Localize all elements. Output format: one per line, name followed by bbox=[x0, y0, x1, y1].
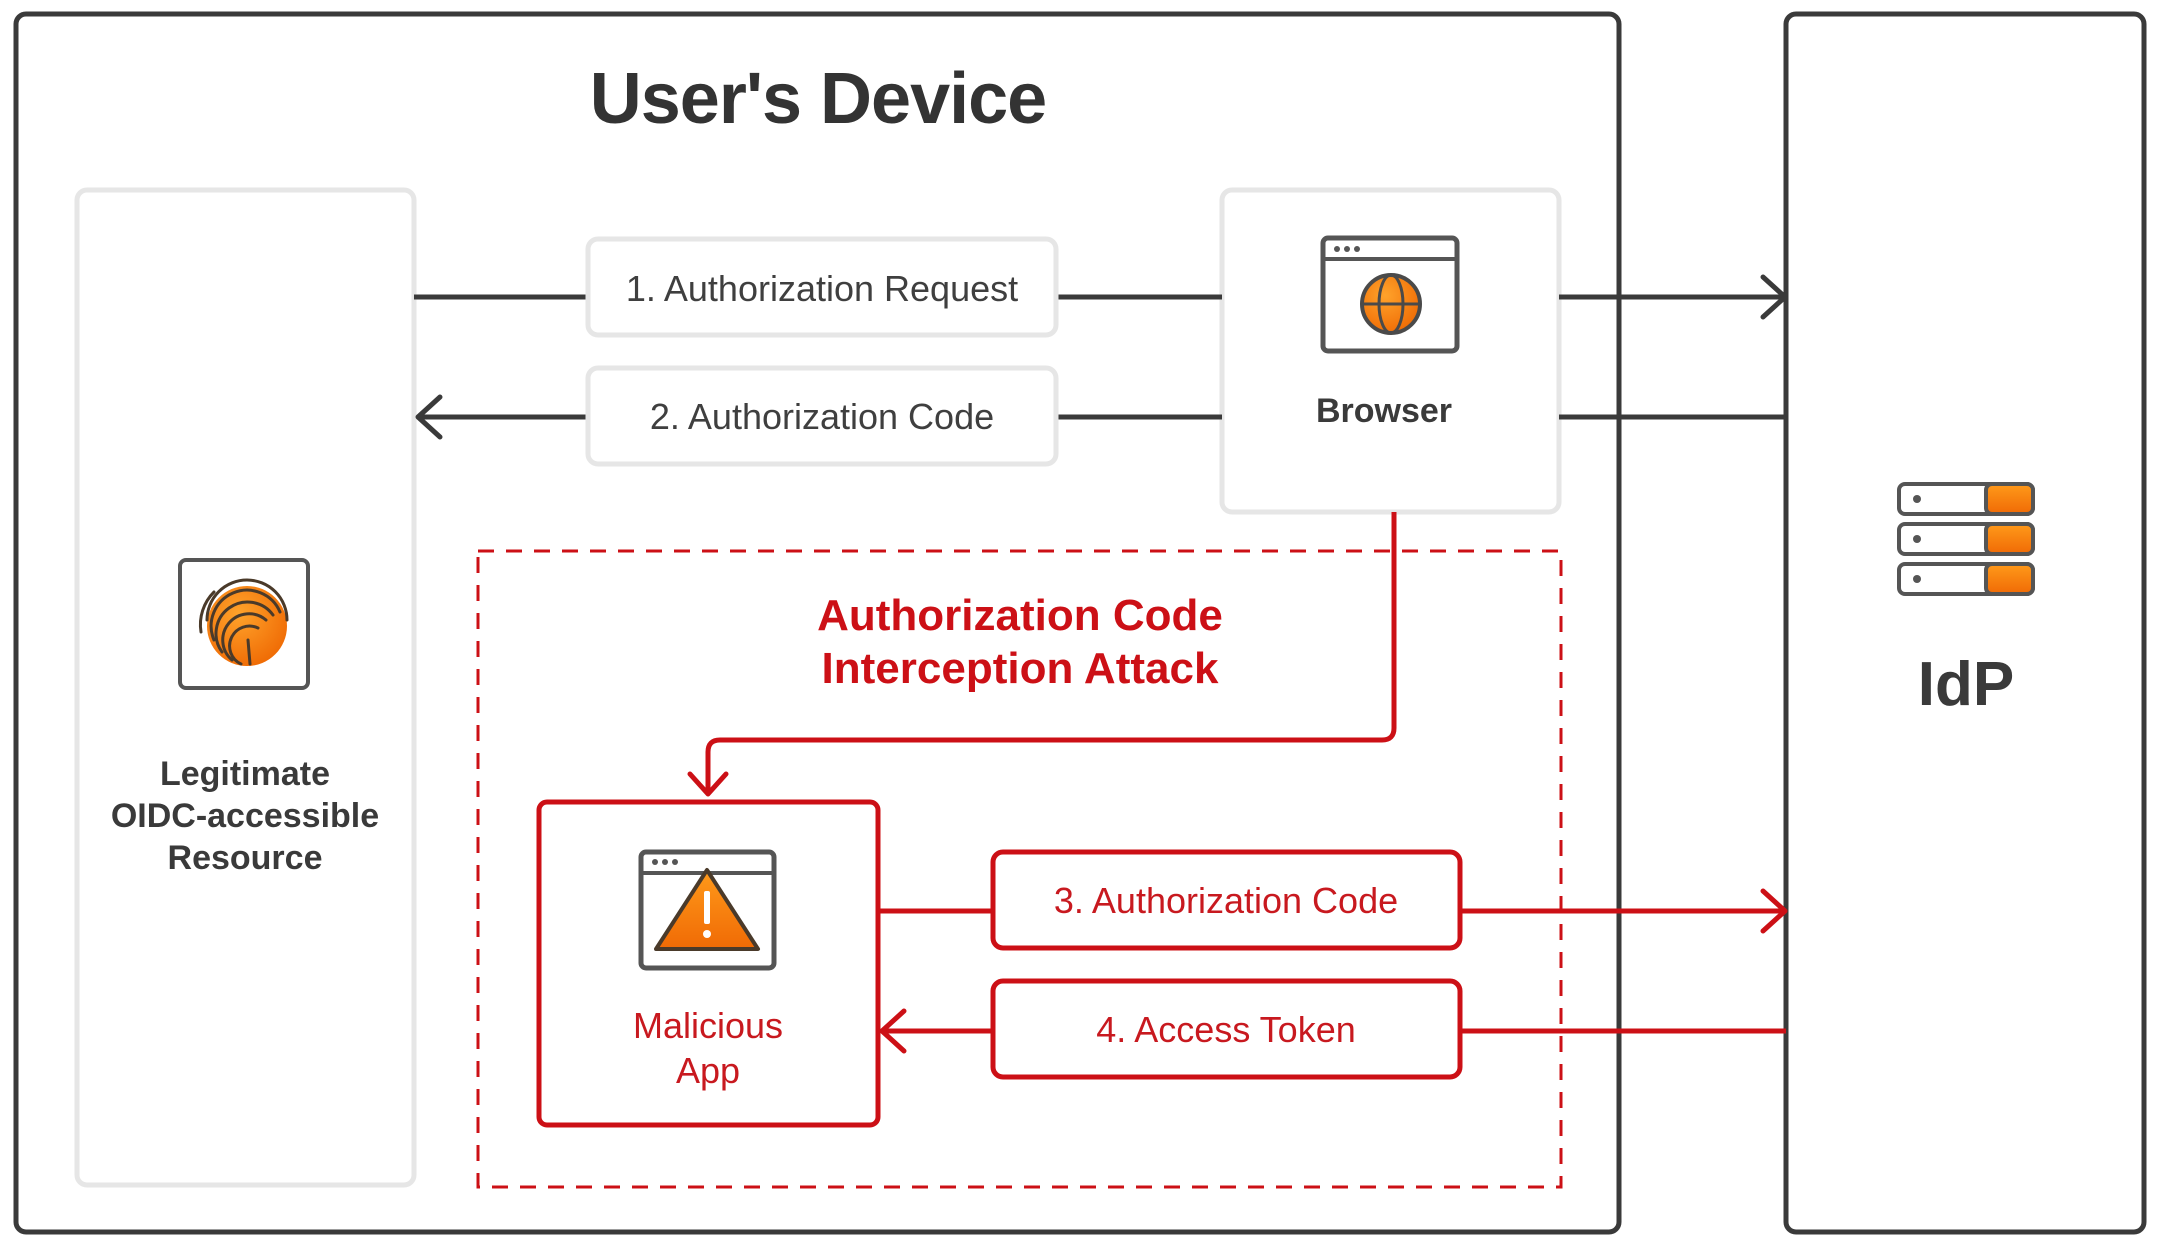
step4-label: 4. Access Token bbox=[1096, 1009, 1356, 1050]
step2-label: 2. Authorization Code bbox=[650, 396, 994, 437]
resource-label-line1: Legitimate bbox=[160, 755, 330, 793]
warning-window-icon bbox=[638, 849, 777, 971]
malicious-app-label-line1: Malicious bbox=[633, 1005, 783, 1046]
arrowhead-to-idp-step3 bbox=[1760, 888, 1788, 934]
browser-label: Browser bbox=[1316, 392, 1452, 430]
attack-region bbox=[476, 549, 1563, 1189]
step1-box bbox=[585, 236, 1059, 338]
arrowhead-to-resource-step2 bbox=[415, 394, 443, 440]
browser-globe-icon bbox=[1320, 235, 1460, 354]
red-connectors bbox=[878, 908, 1786, 1034]
users-device-title: User's Device bbox=[590, 59, 1046, 139]
step3-label: 3. Authorization Code bbox=[1054, 880, 1398, 921]
server-stack-icon bbox=[1897, 482, 2035, 596]
interception-path bbox=[705, 512, 1397, 792]
gray-connectors bbox=[414, 294, 1786, 420]
resource-label-line3: Resource bbox=[168, 839, 323, 877]
step1-label: 1. Authorization Request bbox=[626, 268, 1018, 309]
step3-box bbox=[990, 849, 1463, 951]
attack-title-line1: Authorization Code bbox=[817, 591, 1223, 640]
arrowhead-to-idp-step1 bbox=[1760, 274, 1788, 320]
fingerprint-icon bbox=[178, 558, 310, 690]
resource-label-line2: OIDC-accessible bbox=[111, 797, 379, 835]
legitimate-resource-label: Legitimate OIDC-accessible Resource bbox=[111, 755, 379, 877]
step2-box bbox=[585, 365, 1059, 467]
arrowhead-to-malicious-app-step4 bbox=[879, 1008, 907, 1054]
step4-box bbox=[990, 978, 1463, 1080]
idp-label: IdP bbox=[1918, 650, 2014, 719]
arrowhead-to-malicious-app bbox=[687, 771, 729, 797]
attack-title-line2: Interception Attack bbox=[822, 644, 1219, 693]
idp-frame bbox=[1783, 11, 2147, 1235]
malicious-app-label-line2: App bbox=[676, 1050, 740, 1091]
